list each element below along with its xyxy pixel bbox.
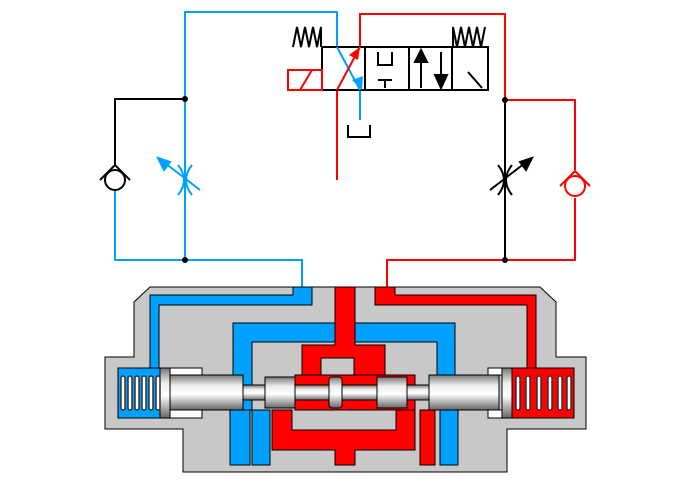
throttle-left-icon bbox=[156, 156, 201, 196]
tank-icon bbox=[347, 125, 371, 138]
throttle-right-icon bbox=[489, 156, 534, 196]
black-line-left bbox=[114, 98, 185, 165]
blue-line-left bbox=[184, 11, 361, 120]
solenoid-icon bbox=[287, 69, 323, 91]
spool-spring-left-icon bbox=[120, 375, 161, 411]
blue-line-return bbox=[114, 99, 303, 287]
inner-gallery bbox=[320, 357, 355, 376]
check-valve-right-icon bbox=[559, 169, 591, 197]
junction-dot bbox=[502, 97, 508, 103]
blue-arrowhead bbox=[352, 76, 363, 90]
spring-right-icon bbox=[452, 26, 486, 48]
spring-left-icon bbox=[292, 26, 322, 48]
junction-dot bbox=[182, 257, 188, 263]
spool-spring-right-icon bbox=[515, 375, 572, 411]
red-line-top bbox=[336, 13, 506, 180]
spool bbox=[159, 367, 513, 419]
red-line-right bbox=[386, 99, 576, 287]
red-arrowhead bbox=[349, 47, 360, 60]
directional-valve-symbol bbox=[292, 26, 489, 138]
junction-dot bbox=[182, 96, 188, 102]
junction-dot bbox=[502, 257, 508, 263]
check-valve-left-icon bbox=[99, 163, 131, 191]
